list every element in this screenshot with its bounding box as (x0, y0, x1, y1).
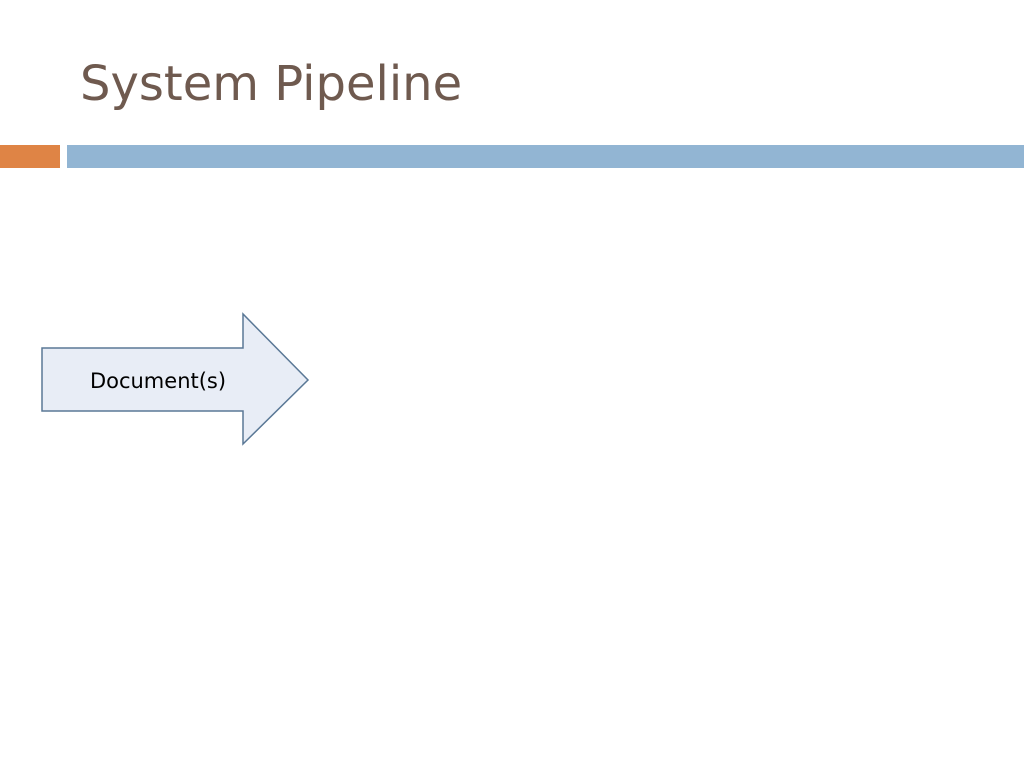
title-accent-bar-blue (67, 145, 1024, 168)
right-arrow-icon (41, 312, 310, 446)
right-arrow-shape (41, 312, 310, 446)
pipeline-step-document: Document(s) (40, 312, 312, 448)
slide-title: System Pipeline (80, 56, 463, 112)
pipeline-step-label: Document(s) (89, 369, 227, 393)
title-accent-bar-orange (0, 145, 60, 168)
